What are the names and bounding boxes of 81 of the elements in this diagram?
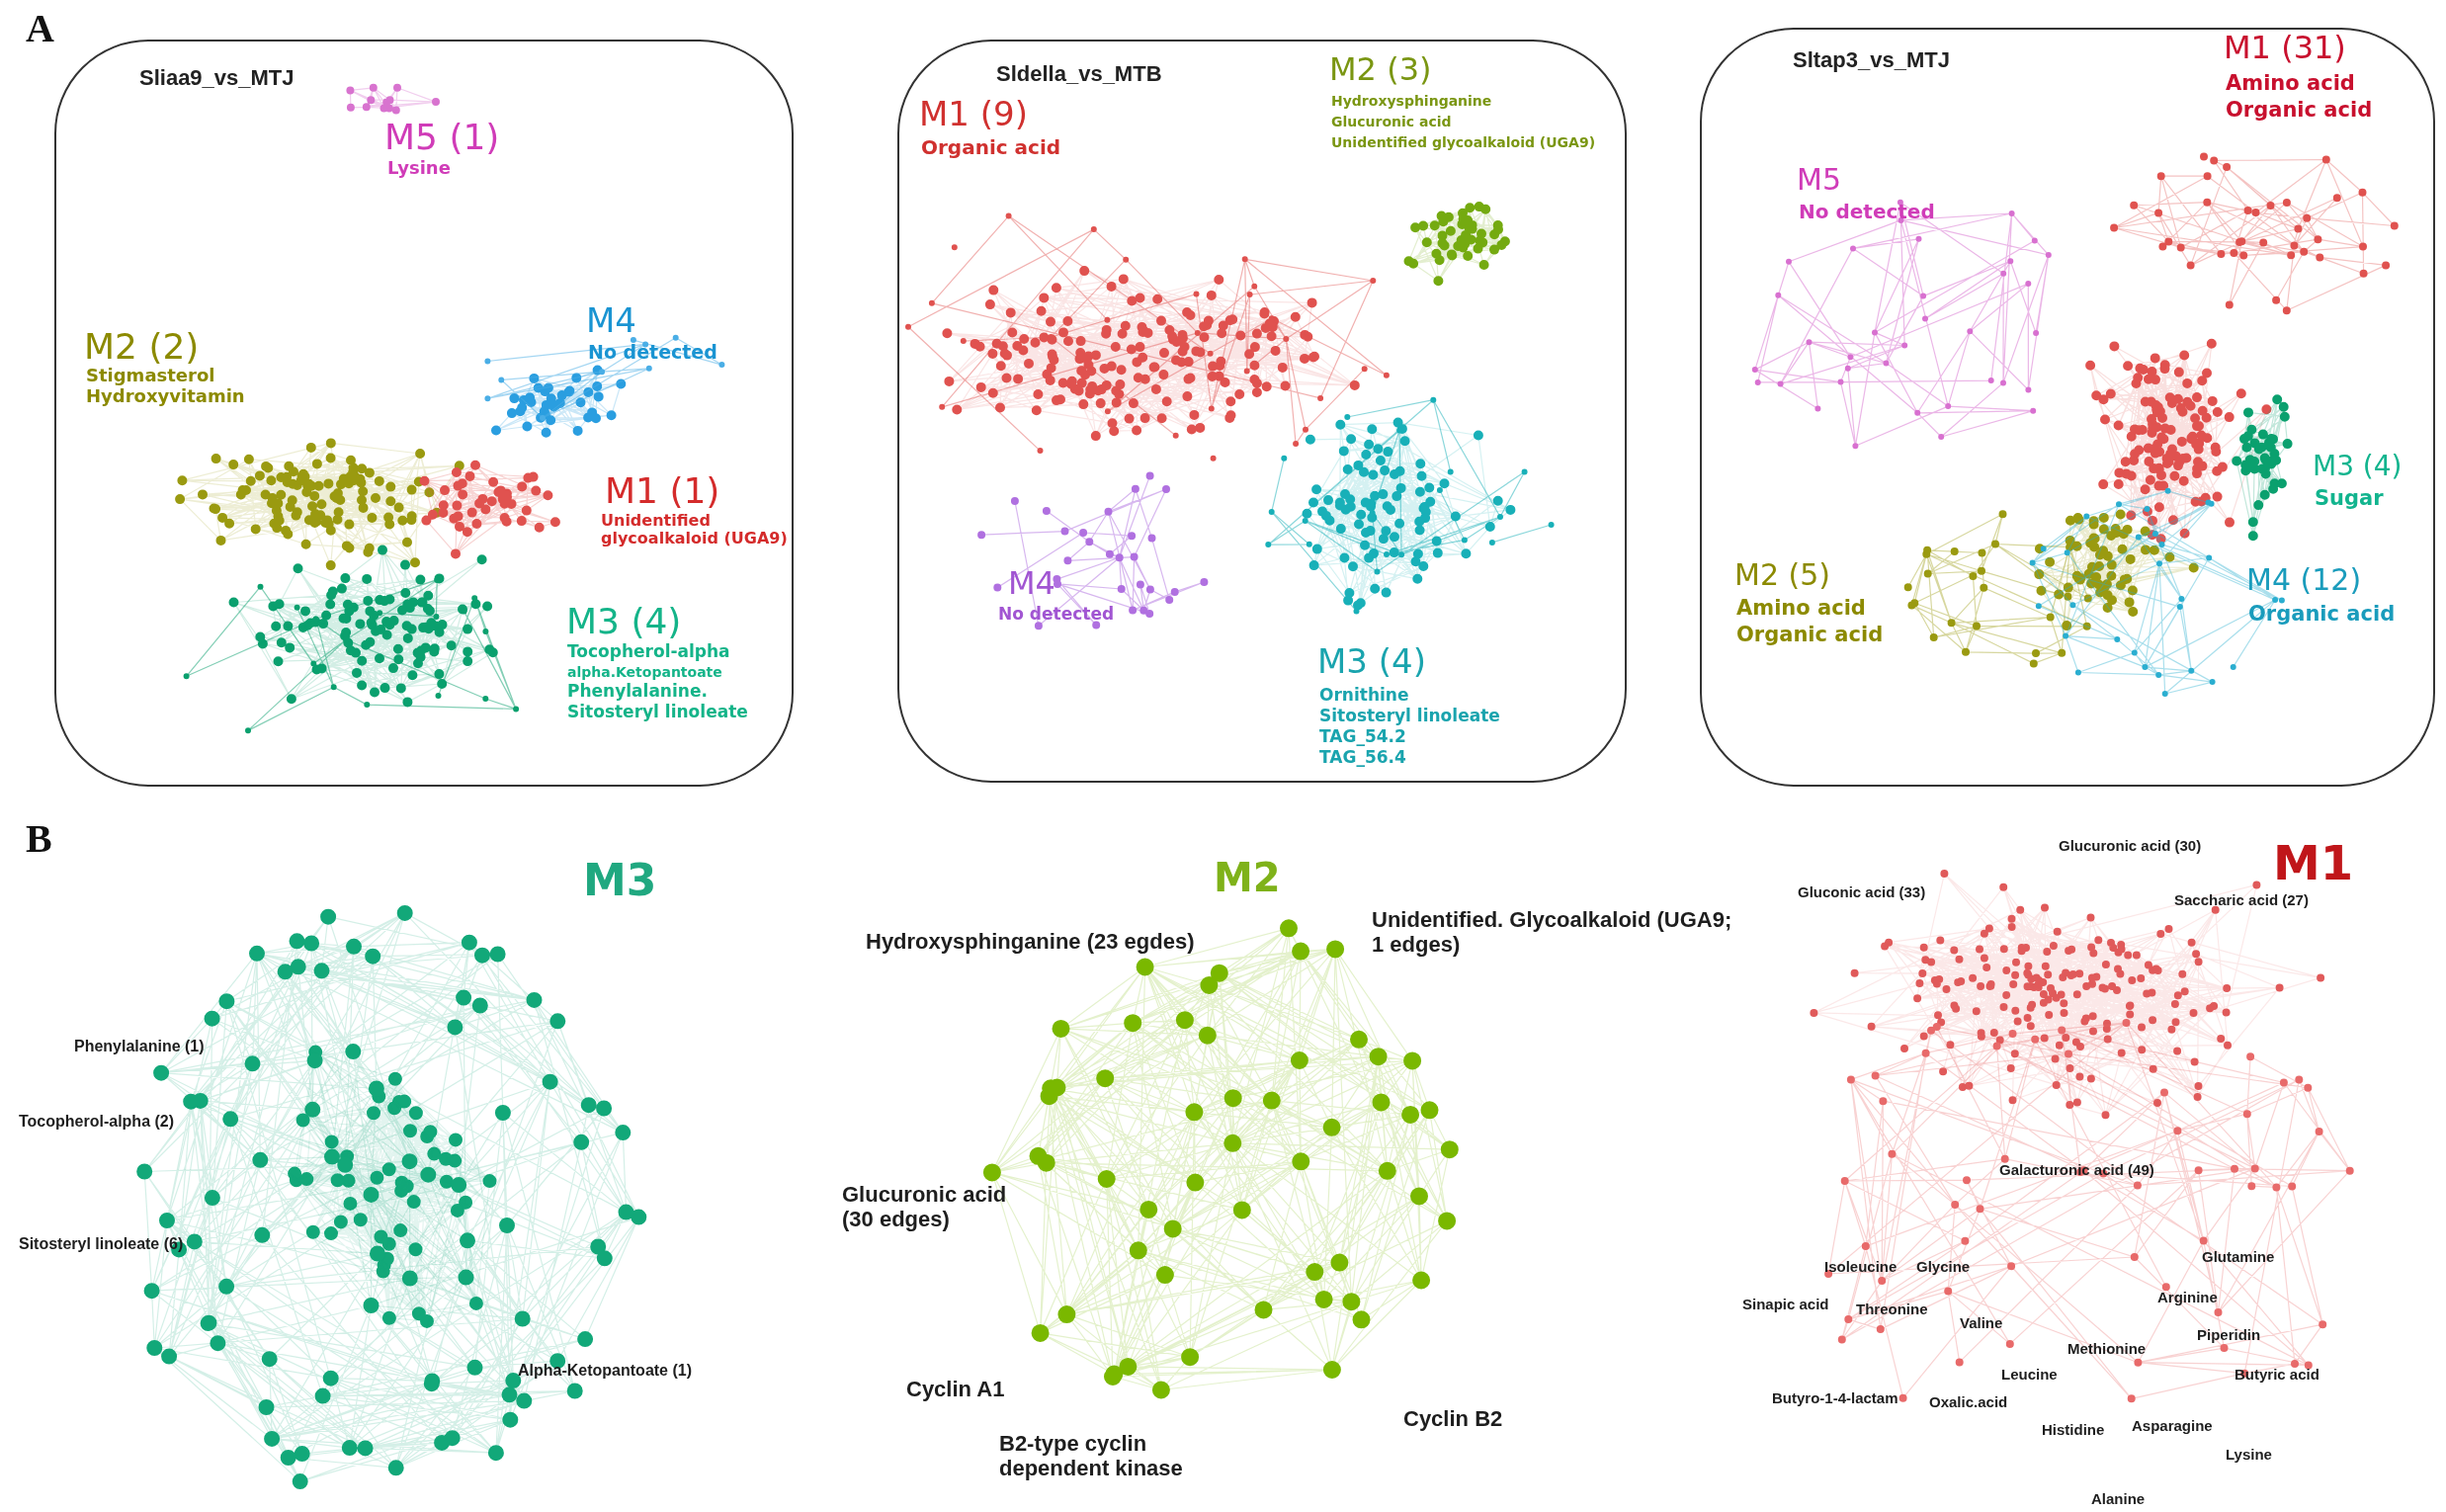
- node-label: Saccharic acid (27): [2174, 891, 2309, 909]
- metabolite-label: Hydroxysphinganine: [1331, 93, 1492, 110]
- metabolite-label: alpha.Ketopantoate: [567, 664, 722, 681]
- node-label: Alpha-Ketopantoate (1): [518, 1362, 692, 1381]
- metabolite-label: Phenylalanine.: [567, 682, 708, 702]
- panel-title: Sltap3_vs_MTJ: [1793, 47, 1950, 73]
- panel-letter: A: [26, 6, 54, 51]
- metabolite-label: Ornithine: [1319, 686, 1409, 706]
- node-label: Phenylalanine (1): [74, 1038, 205, 1056]
- module-label: M4 (12): [2246, 563, 2362, 598]
- metabolite-label: Sitosteryl linoleate: [567, 703, 748, 722]
- metabolite-label: Amino acid: [2226, 71, 2355, 96]
- metabolite-label: Lysine: [387, 158, 451, 179]
- panel-box: [54, 40, 794, 787]
- node-label: Tocopherol-alpha (2): [19, 1113, 175, 1132]
- metabolite-label: TAG_54.2: [1319, 727, 1406, 747]
- module-label: M3 (4): [1317, 642, 1426, 682]
- metabolite-label: No detected: [1799, 201, 1935, 223]
- node-label: Valine: [1960, 1314, 2003, 1332]
- module-label: M2 (5): [1734, 558, 1830, 593]
- metabolite-label: Unidentified glycoalkaloid (UGA9): [601, 512, 789, 548]
- node-label: B2-type cyclin dependent kinase: [999, 1431, 1184, 1481]
- node-label: Sitosteryl linoleate (6): [19, 1235, 184, 1254]
- module-label: M1 (31): [2224, 30, 2346, 66]
- metabolite-label: Sugar: [2315, 486, 2384, 511]
- module-label: M2 (3): [1329, 51, 1432, 88]
- module-label: M2 (2): [84, 326, 200, 368]
- node-label: Arginine: [2157, 1289, 2218, 1306]
- node-label: Galacturonic acid (49): [1999, 1161, 2154, 1179]
- node-label: Glutamine: [2202, 1248, 2275, 1266]
- module-label: M4: [586, 301, 636, 341]
- node-label: Unidentified. Glycoalkaloid (UGA9; 1 edges): [1372, 907, 1733, 958]
- metabolite-label: Unidentified glycoalkaloid (UGA9): [1331, 134, 1596, 151]
- node-label: Butyric acid: [2235, 1366, 2319, 1384]
- node-label: Cyclin A1: [906, 1377, 1005, 1402]
- module-label: M2: [1214, 855, 1281, 900]
- node-label: Glucuronic acid (30 edges): [842, 1182, 1008, 1232]
- metabolite-label: Hydroxyvitamin: [86, 386, 245, 407]
- node-label: Methionine: [2067, 1340, 2147, 1358]
- node-label: Oxalic.acid: [1929, 1393, 2008, 1411]
- node-label: Piperidin: [2197, 1326, 2261, 1344]
- node-label: Glycine: [1916, 1258, 1971, 1276]
- node-label: Isoleucine: [1824, 1258, 1898, 1276]
- metabolite-label: No detected: [998, 605, 1115, 625]
- node-label: Cyclin B2: [1403, 1406, 1503, 1432]
- node-label: Leucine: [2001, 1366, 2058, 1384]
- metabolite-label: No detected: [588, 342, 717, 364]
- module-label: M5: [1797, 163, 1841, 198]
- panel-box: [1700, 28, 2435, 787]
- module-label: M5 (1): [384, 117, 500, 158]
- metabolite-label: Organic acid: [921, 136, 1061, 159]
- node-label: Threonine: [1856, 1301, 1928, 1318]
- module-label: M1 (1): [605, 470, 720, 512]
- metabolite-label: Organic acid: [1736, 623, 1884, 647]
- metabolite-label: Stigmasterol: [86, 366, 215, 386]
- node-label: Alanine: [2091, 1490, 2146, 1508]
- module-label: M1 (9): [919, 95, 1028, 134]
- panel-letter: B: [26, 816, 52, 862]
- node-label: Butyro-1-4-lactam: [1772, 1389, 1898, 1407]
- panel-box: [897, 40, 1627, 783]
- metabolite-label: TAG_56.4: [1319, 748, 1406, 768]
- module-label: M3 (4): [2313, 451, 2403, 483]
- node-label: Sinapic acid: [1742, 1296, 1829, 1313]
- panel-title: Sldella_vs_MTB: [996, 61, 1162, 87]
- panel-title: Sliaa9_vs_MTJ: [139, 65, 295, 91]
- metabolite-label: Tocopherol-alpha: [567, 642, 730, 662]
- node-label: Histidine: [2042, 1421, 2105, 1439]
- metabolite-label: Organic acid: [2226, 98, 2373, 123]
- node-label: Gluconic acid (33): [1798, 883, 1926, 901]
- module-label: M3 (4): [566, 601, 682, 642]
- node-label: Lysine: [2226, 1446, 2272, 1464]
- module-label: M1: [2273, 836, 2354, 891]
- node-label: Hydroxysphinganine (23 egdes): [866, 929, 1195, 955]
- node-label: Glucuronic acid (30): [2059, 837, 2202, 855]
- module-label: M4: [1008, 565, 1055, 602]
- metabolite-label: Glucuronic acid: [1331, 114, 1452, 130]
- module-label: M3: [583, 856, 657, 906]
- metabolite-label: Sitosteryl linoleate: [1319, 707, 1500, 726]
- metabolite-label: Amino acid: [1736, 596, 1866, 621]
- metabolite-label: Organic acid: [2248, 602, 2396, 627]
- node-label: Asparagine: [2132, 1417, 2213, 1435]
